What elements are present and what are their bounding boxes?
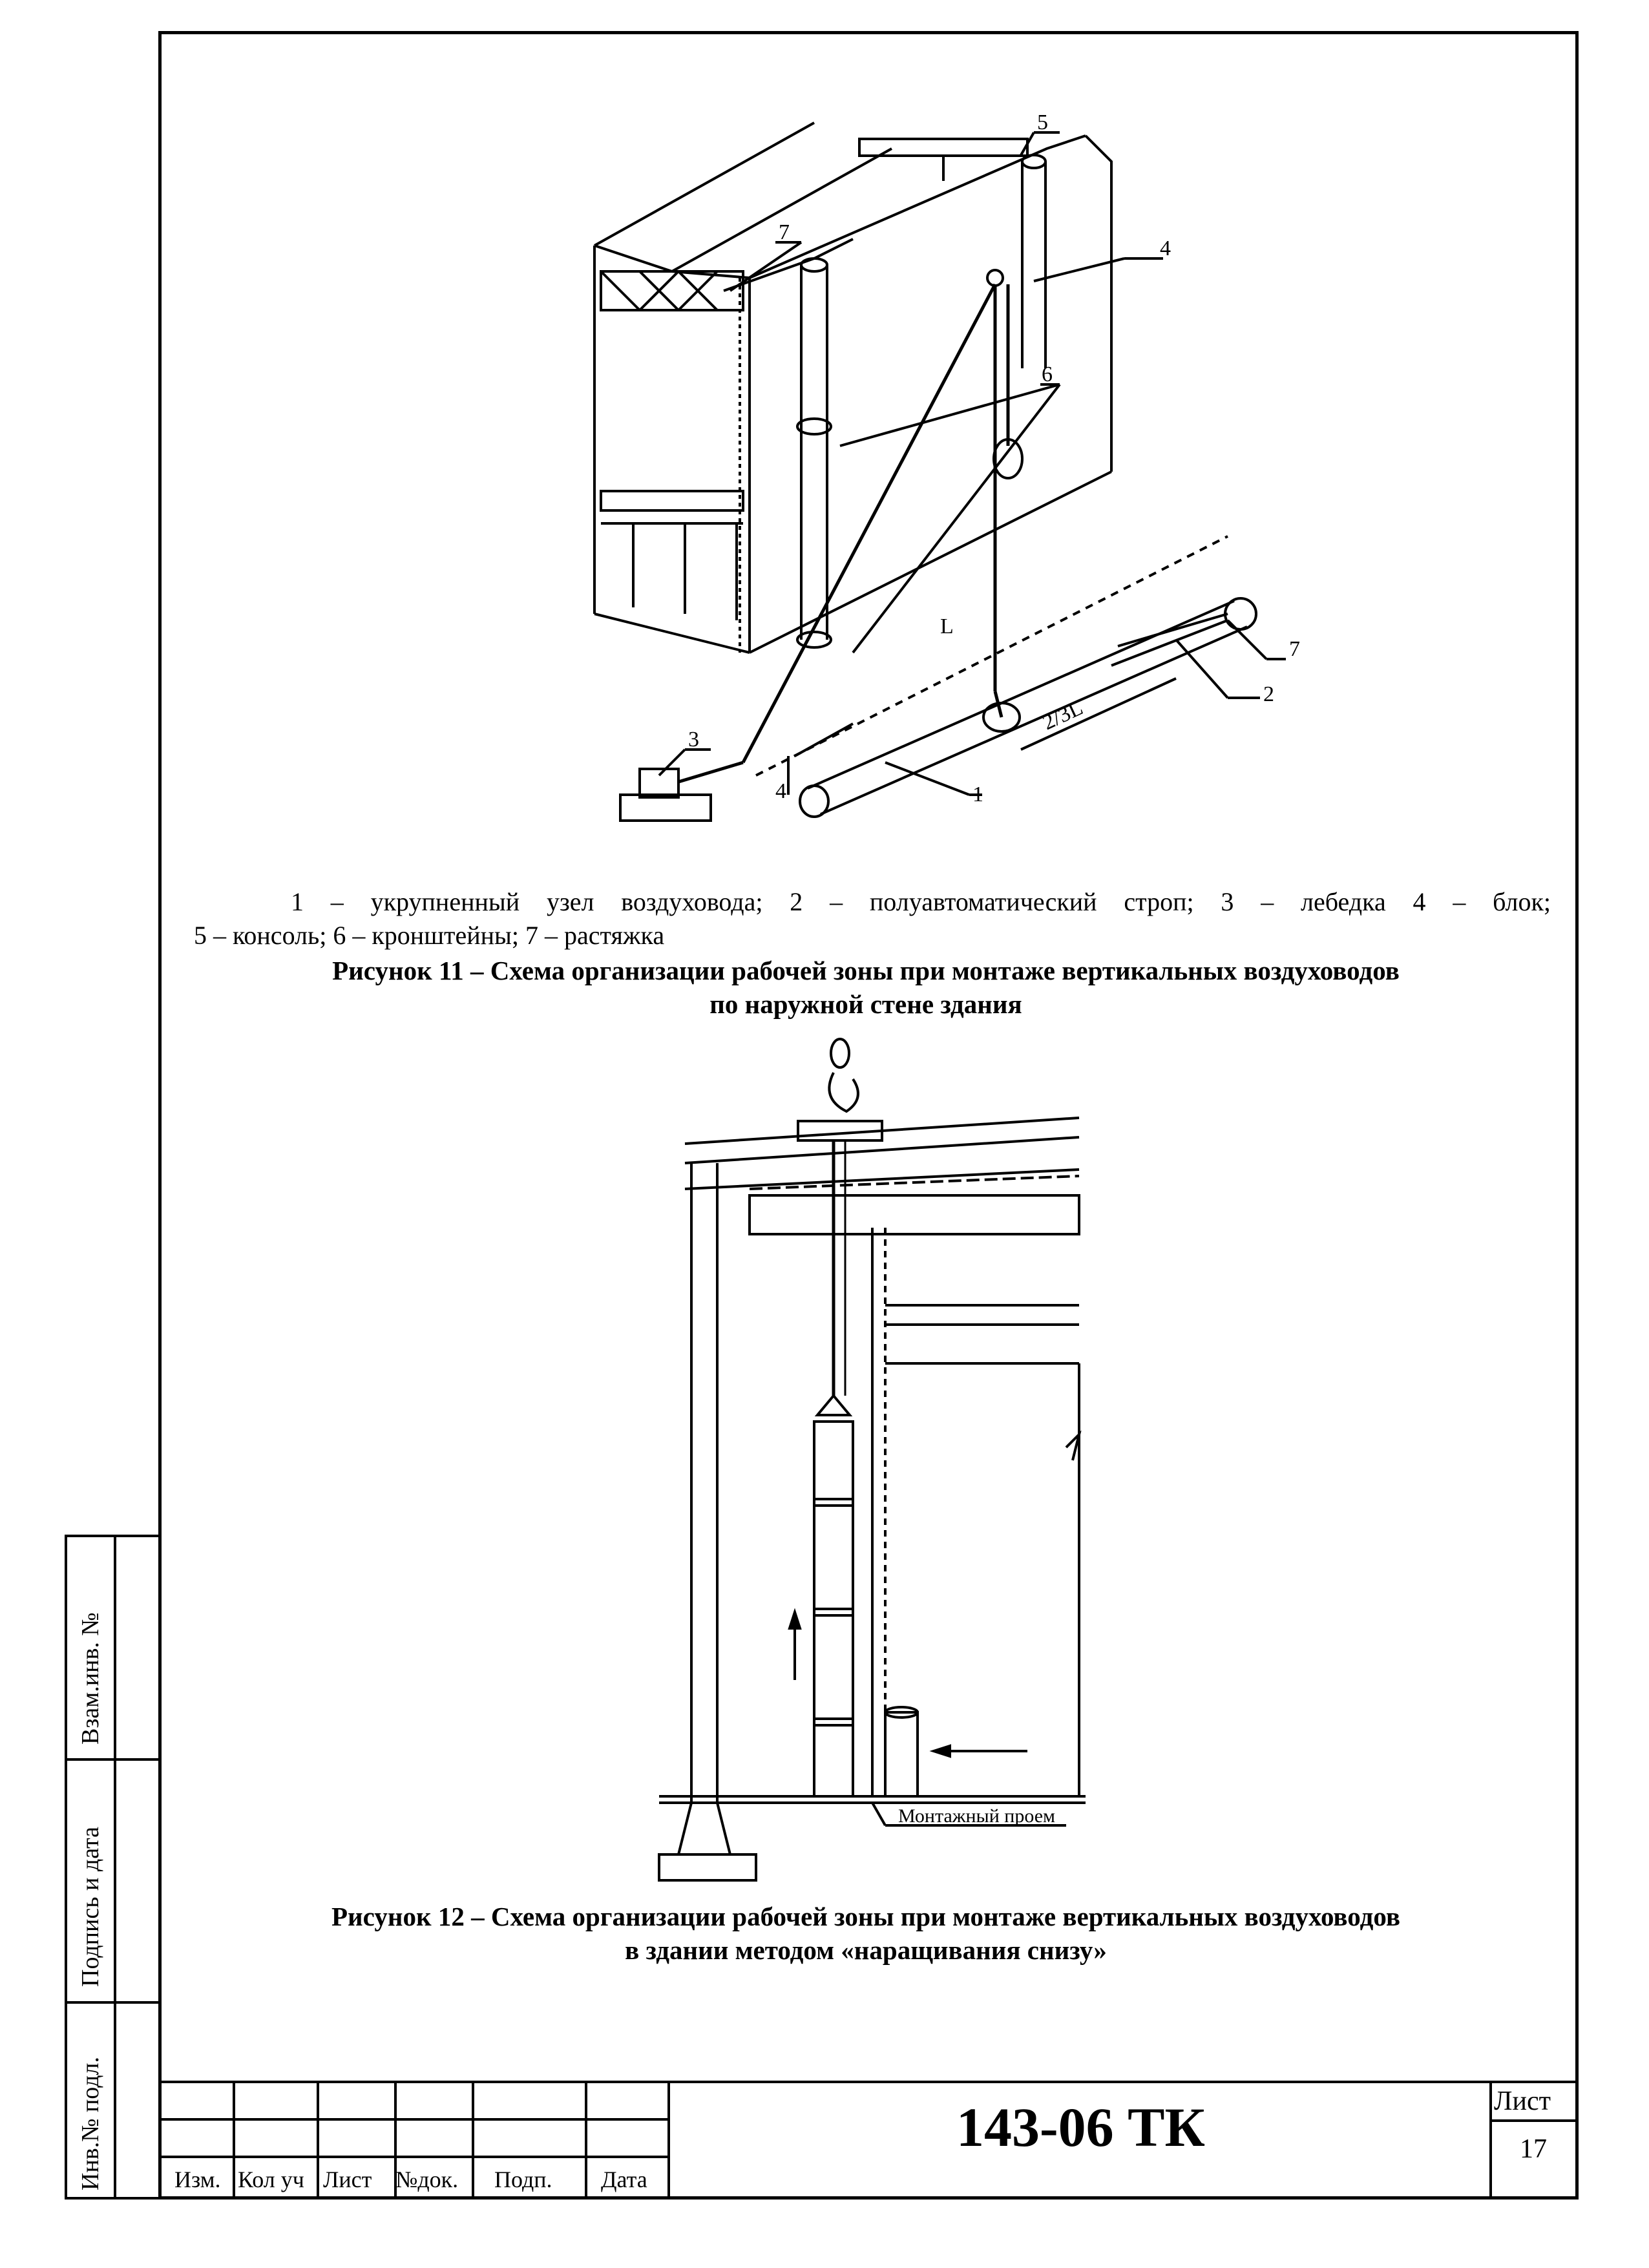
figure-11-caption: Рисунок 11 – Схема организации рабочей з… — [168, 954, 1564, 1021]
callout-3: 3 — [688, 728, 699, 751]
header-signature: Подп. — [494, 2167, 552, 2192]
callout-L: L — [940, 614, 954, 638]
callout-4-top: 4 — [1160, 236, 1171, 260]
callout-5: 5 — [1037, 110, 1048, 134]
drawing-frame — [158, 31, 1579, 2200]
figure-12-caption: Рисунок 12 – Схема организации рабочей з… — [168, 1900, 1564, 1967]
callout-2: 2 — [1263, 682, 1274, 706]
callout-7-top: 7 — [779, 220, 790, 244]
side-label-signature-date: Подпись и дата — [77, 1826, 104, 1987]
header-count: Кол уч — [238, 2167, 304, 2192]
header-sheet: Лист — [323, 2167, 372, 2192]
figure-12-caption-line-2: в здании методом «наращивания снизу» — [625, 1935, 1107, 1965]
side-cell-col1-value — [114, 1535, 162, 1761]
figure-11-drawing: 5 4 7 6 7 2 L 2/3L 1 4 3 — [593, 110, 1300, 822]
side-cell-col2-value — [114, 1758, 162, 2004]
figure-11-legend: 1 – укрупненный узел воздуховода; 2 – по… — [194, 885, 1551, 952]
callout-4-bottom: 4 — [775, 779, 786, 803]
figure-11-legend-line-2: 5 – консоль; 6 – кронштейны; 7 – растяжк… — [194, 921, 665, 950]
figure-12-caption-line-1: Рисунок 12 – Схема организации рабочей з… — [331, 1902, 1400, 1931]
figure-11-caption-line-1: Рисунок 11 – Схема организации рабочей з… — [332, 956, 1400, 985]
document-code: 143-06 ТК — [956, 2096, 1205, 2158]
figure-11-caption-line-2: по наружной стене здания — [709, 989, 1022, 1019]
callout-6: 6 — [1042, 362, 1053, 386]
figure-11-legend-line-1: 1 – укрупненный узел воздуховода; 2 – по… — [291, 887, 1551, 916]
header-doc-number: №док. — [395, 2167, 459, 2192]
side-label-replacement-inv: Взам.инв. № — [77, 1612, 104, 1745]
callout-7-bottom: 7 — [1289, 637, 1300, 661]
mounting-opening-label: Монтажный проем — [898, 1805, 1055, 1827]
header-date: Дата — [601, 2167, 647, 2192]
callout-1: 1 — [972, 782, 983, 806]
sheet-label: Лист — [1494, 2086, 1551, 2116]
figure-12-drawing: Монтажный проем — [658, 1038, 1086, 1882]
header-change: Изм. — [174, 2167, 221, 2192]
side-label-original-inv: Инв.№ подл. — [77, 2056, 104, 2190]
side-cell-col3-value — [114, 2001, 162, 2200]
sheet-number: 17 — [1520, 2134, 1547, 2164]
